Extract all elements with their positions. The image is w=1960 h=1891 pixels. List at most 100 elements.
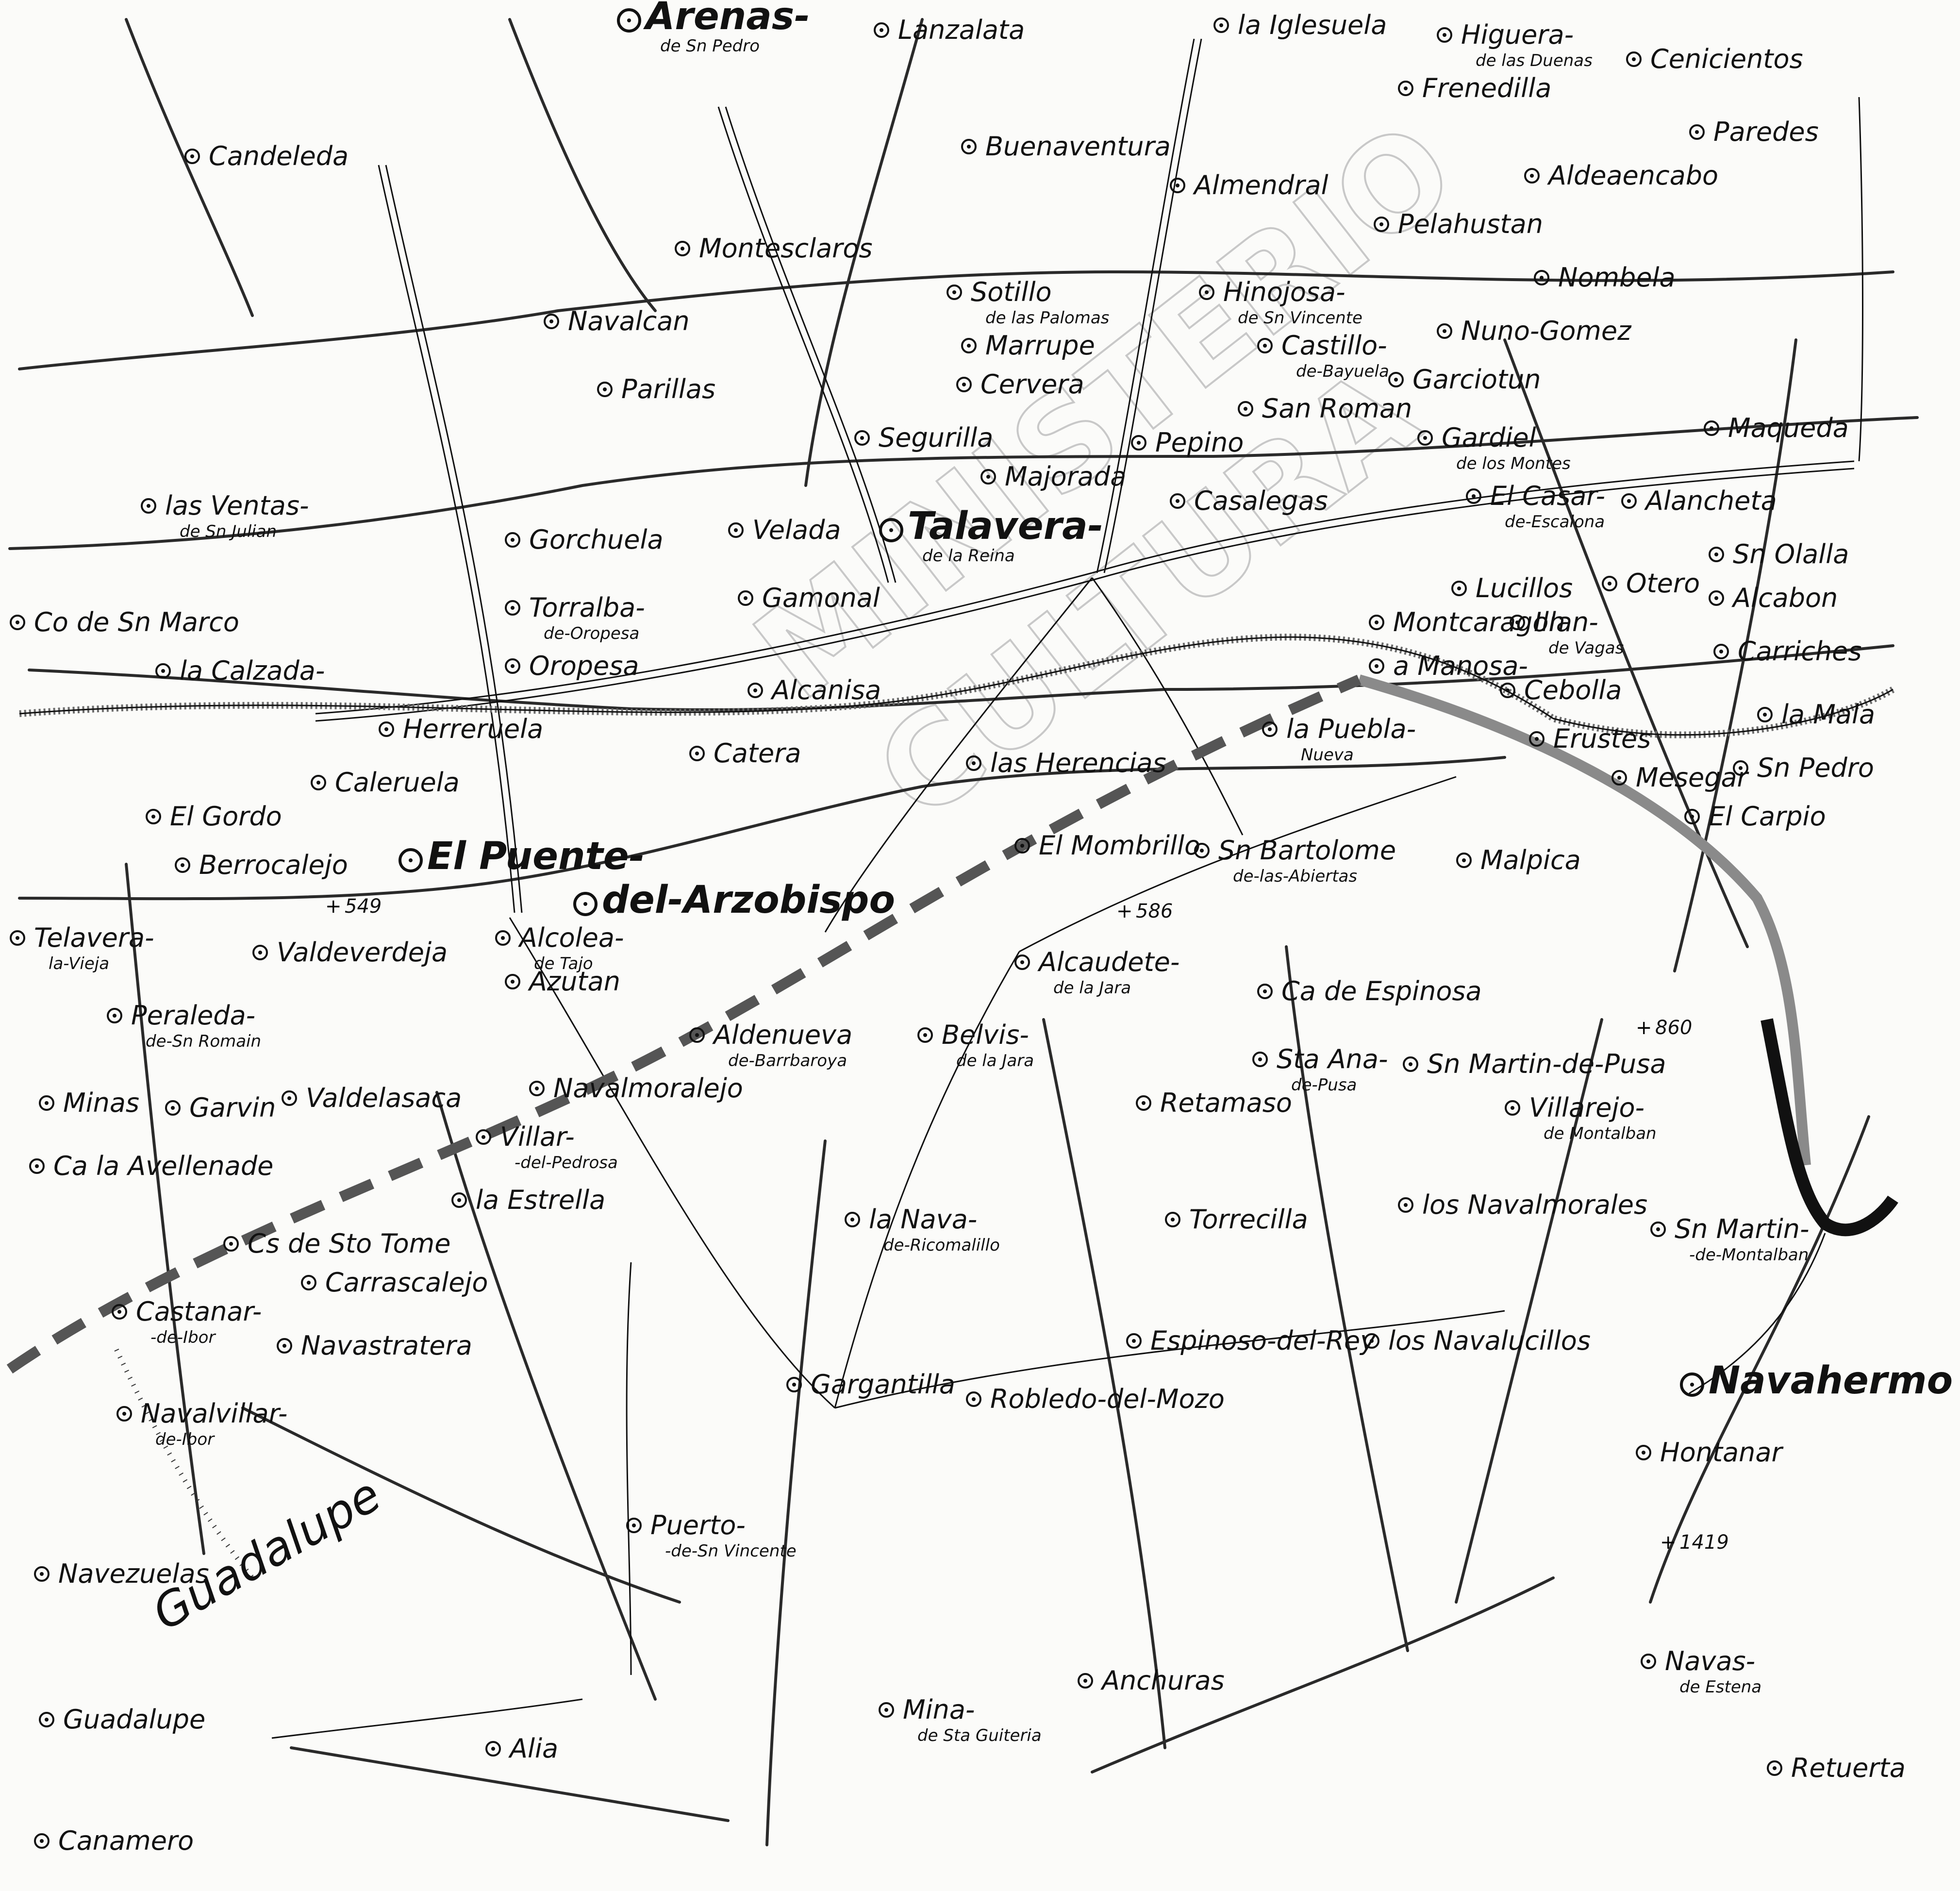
settlement-marker-dot [1642,1451,1645,1455]
settlement-marker-dot [1404,86,1408,90]
river [241,1406,681,1604]
place-mesegar: Mesegar [1611,762,1749,793]
river [1673,338,1797,972]
settlement-marker [1505,1100,1520,1116]
place-label-erustes: Erustes [1553,723,1651,754]
place-parillas: Parillas [597,374,715,404]
settlement-marker [1466,488,1481,504]
river [28,644,1894,711]
place-label-nombela: Nombela [1558,262,1676,293]
road [378,165,515,913]
place-majorada: Majorada [980,461,1126,492]
road [626,1262,632,1675]
place-carriches: Carriches [1713,636,1861,667]
place-alcabon: Alcabon [1709,583,1838,613]
place-calzada: la Calzada- [155,655,325,686]
place-staana: Sta Ana-de-Pusa [1252,1044,1388,1095]
place-label-losnavalucillos: los Navalucillos [1388,1325,1591,1356]
place-label-spot549: 549 [345,895,382,918]
place-label-navalcan: Navalcan [568,306,690,336]
place-label-gamonal: Gamonal [762,583,880,613]
place-sublabel-talavera: de la Reina [922,546,1015,566]
place-guadalupe: Guadalupe [39,1704,205,1735]
place-elmombrillo: El Mombrillo [1014,830,1200,861]
place-label-alcolea: Alcolea- [518,922,624,953]
place-sublabel-telavera: la-Vieja [49,954,109,973]
settlement-marker-dot [744,596,747,600]
settlement-marker [505,532,520,548]
settlement-marker [1262,721,1278,737]
settlement-marker-dot [535,1087,539,1090]
settlement-marker-dot [681,247,684,251]
dotted-route [114,1348,254,1580]
settlement-marker-dot [1506,688,1510,692]
settlement-marker-dot [1530,174,1534,178]
place-label-navastratera: Navastratera [301,1330,472,1361]
place-azutan: Azutan [505,966,620,997]
road [725,106,897,583]
settlement-marker-dot [229,1242,233,1246]
settlement-marker-dot [16,936,19,940]
place-label-olalla: Sn Olalla [1733,539,1849,569]
place-lapuebla: la Puebla-Nueva [1262,714,1416,765]
settlement-marker [947,284,962,300]
road [834,951,1020,1408]
place-label-castanar: Castanar- [136,1296,262,1327]
settlement-marker [146,809,161,824]
place-aldeaencabo: Aldeaencabo [1524,160,1718,191]
place-label-lamala: la Mala [1781,699,1875,730]
settlement-marker-dot [1656,1227,1660,1231]
settlement-marker-dot [753,688,757,692]
place-pepino: Pepino [1131,427,1244,458]
settlement-marker [1684,809,1700,824]
settlement-marker-dot [171,1106,175,1110]
settlement-marker [966,755,981,771]
settlement-marker-dot [147,504,150,508]
road-network [271,38,1863,1739]
settlement-marker [112,1304,127,1320]
settlement-marker-dot [511,606,515,610]
place-label-pelahustan: Pelahustan [1398,209,1543,239]
place-lanava: la Nava-de-Ricomalillo [845,1204,1000,1255]
settlement-marker-dot [1714,552,1718,556]
settlement-marker [34,1833,50,1849]
settlement-marker [495,930,511,946]
place-label-villarejo: Villarejo- [1529,1092,1644,1123]
place-label-majorada: Majorada [1005,461,1126,492]
settlement-marker-dot [1515,620,1519,624]
settlement-marker-dot [1263,989,1267,993]
place-label-robledo: Robledo-del-Mozo [990,1384,1225,1414]
settlement-marker [689,1027,705,1043]
settlement-marker [1131,435,1146,451]
place-torralba: Torralba-de-Oropesa [505,592,645,643]
place-label-mesegar: Mesegar [1636,762,1749,793]
settlement-marker [277,1338,292,1354]
settlement-marker-dot [884,1708,888,1712]
railway-dashed [6,674,1362,1374]
place-label-castillo: Castillo- [1281,330,1387,361]
place-navalmoralejo: Navalmoralejo [529,1073,743,1104]
settlement-marker [34,1566,50,1582]
place-sublabel-gardiel: de los Montes [1456,454,1571,473]
settlement-marker-dot [491,1747,495,1751]
place-minas: Minas [39,1088,139,1118]
place-caleruela: Caleruela [311,767,460,798]
road [824,577,1093,933]
place-hinojosa: Hinojosa-de Sn Vincente [1199,277,1362,328]
place-laestrella: la Estrella [451,1185,605,1215]
place-velada: Velada [728,515,841,545]
settlement-marker [505,658,520,674]
road [1092,460,1855,574]
place-label-velada: Velada [752,515,841,545]
place-olalla: Sn Olalla [1709,539,1849,569]
place-gargantilla: Gargantilla [786,1369,955,1400]
settlement-marker [1534,270,1549,285]
place-sublabel-lasventas: de Sn Julian [180,522,277,541]
place-carrascalejo: Carrascalejo [301,1267,488,1298]
place-label-cespinosa: Ca de Espinosa [1281,976,1482,1006]
place-label-csanmarco: Co de Sn Marco [34,607,239,637]
settlement-marker [301,1275,316,1290]
settlement-marker [1767,1760,1782,1776]
place-gamonal: Gamonal [738,583,880,613]
